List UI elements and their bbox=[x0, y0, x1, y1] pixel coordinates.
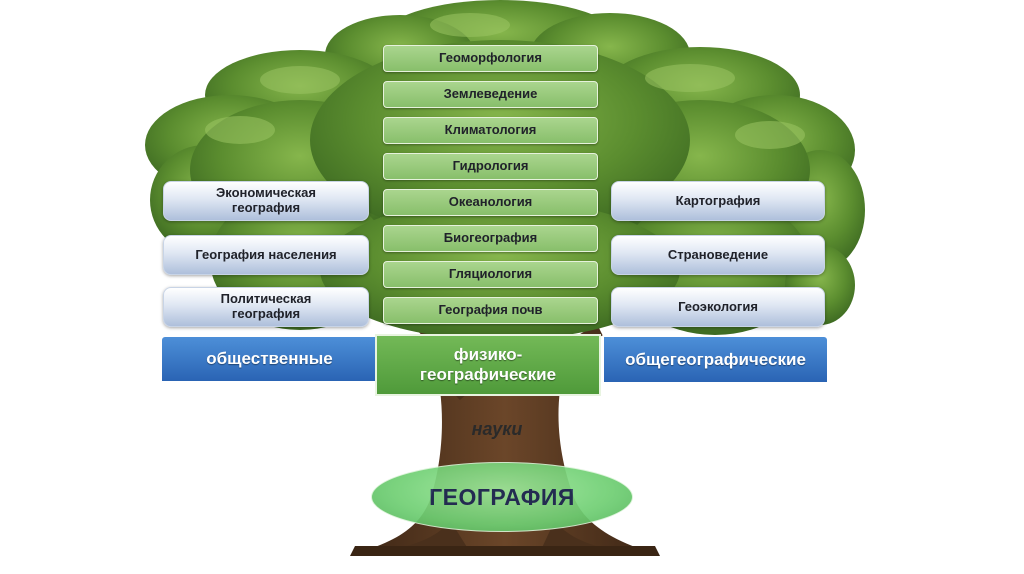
left-item-economic-geography: Экономическая география bbox=[163, 181, 369, 221]
banner-general-geographic: общегеографические bbox=[604, 337, 827, 382]
root-ellipse: ГЕОГРАФИЯ bbox=[371, 462, 633, 532]
center-item-oceanology: Океанология bbox=[383, 189, 598, 216]
banner-social-sciences: общественные bbox=[162, 337, 377, 381]
right-item-country-studies: Страноведение bbox=[611, 235, 825, 275]
center-item-biogeography: Биогеография bbox=[383, 225, 598, 252]
center-item-earth-science: Землеведение bbox=[383, 81, 598, 108]
right-item-cartography: Картография bbox=[611, 181, 825, 221]
center-item-geomorphology: Геоморфология bbox=[383, 45, 598, 72]
trunk-label: науки bbox=[452, 419, 542, 443]
root-title: ГЕОГРАФИЯ bbox=[429, 484, 575, 511]
center-item-glaciology: Гляциология bbox=[383, 261, 598, 288]
left-item-political-geography: Политическая география bbox=[163, 287, 369, 327]
banner-physical-geographic: физико- географические bbox=[375, 334, 601, 396]
center-item-hydrology: Гидрология bbox=[383, 153, 598, 180]
center-item-climatology: Климатология bbox=[383, 117, 598, 144]
center-item-soil-geography: География почв bbox=[383, 297, 598, 324]
left-item-population-geography: География населения bbox=[163, 235, 369, 275]
right-item-geoecology: Геоэкология bbox=[611, 287, 825, 327]
